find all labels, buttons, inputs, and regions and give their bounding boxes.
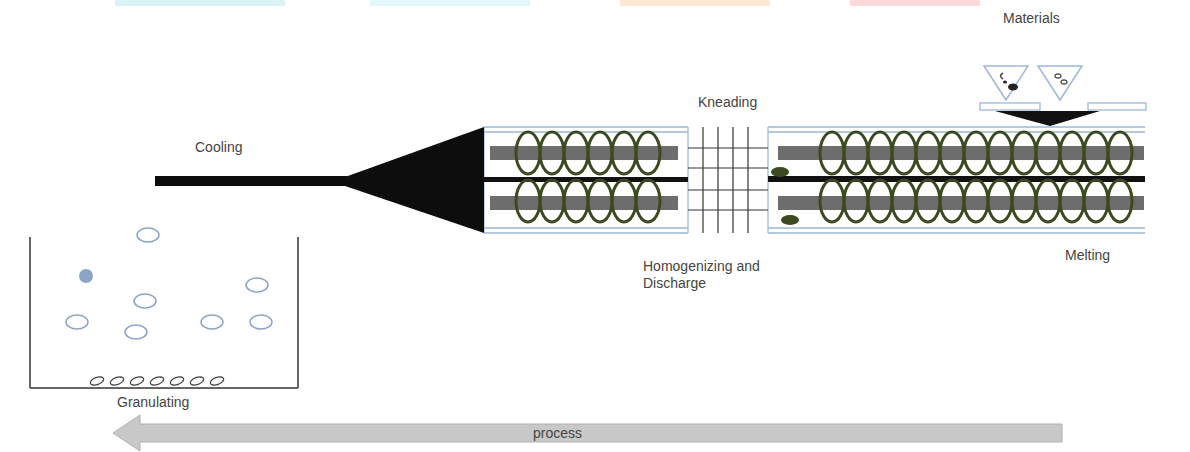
screw-flight bbox=[844, 180, 868, 222]
screw-flight bbox=[612, 180, 636, 222]
screw-flight bbox=[964, 132, 988, 174]
pellet bbox=[169, 375, 185, 386]
section-label: Kneading bbox=[698, 94, 757, 111]
screw-flight bbox=[1012, 180, 1036, 222]
step-label: Cooling bbox=[195, 139, 242, 156]
screw-flight bbox=[892, 180, 916, 222]
screw-flight bbox=[892, 132, 916, 174]
pellet bbox=[189, 375, 205, 386]
screw-flight bbox=[1036, 132, 1060, 174]
screw-flight bbox=[540, 180, 564, 222]
screw-flight bbox=[1084, 180, 1108, 222]
arrow-label: process bbox=[533, 425, 582, 442]
screw-flight bbox=[988, 180, 1012, 222]
screw-flight bbox=[916, 180, 940, 222]
screw-flight bbox=[540, 132, 564, 174]
screw-flight bbox=[588, 180, 612, 222]
screw-flight bbox=[612, 132, 636, 174]
screw-flight bbox=[588, 132, 612, 174]
pellet bbox=[209, 375, 225, 386]
pellet bbox=[129, 375, 145, 386]
screw-flight bbox=[564, 180, 588, 222]
screw-flight bbox=[988, 132, 1012, 174]
screw-flight bbox=[868, 132, 892, 174]
section-label: Homogenizing and Discharge bbox=[643, 258, 761, 292]
pellet bbox=[149, 375, 165, 386]
screw-flight bbox=[1060, 132, 1084, 174]
step-label: Granulating bbox=[117, 394, 189, 411]
screw-flight bbox=[940, 132, 964, 174]
screw-flight bbox=[516, 132, 540, 174]
screw-flight bbox=[636, 180, 660, 222]
screw-flight bbox=[636, 132, 660, 174]
screw-flight bbox=[820, 180, 844, 222]
section-label: Melting bbox=[1065, 247, 1110, 264]
screw-flight bbox=[964, 180, 988, 222]
screw-flight bbox=[1012, 132, 1036, 174]
screw-flight bbox=[916, 132, 940, 174]
screw-flight bbox=[516, 180, 540, 222]
screw-flight bbox=[844, 132, 868, 174]
screw-flight bbox=[1108, 180, 1132, 222]
screw-flight bbox=[1108, 132, 1132, 174]
screw-flight bbox=[564, 132, 588, 174]
screw-flight bbox=[1036, 180, 1060, 222]
hopper-label: Materials bbox=[1003, 10, 1060, 27]
pellet bbox=[109, 375, 125, 386]
screw-flight bbox=[868, 180, 892, 222]
screw-flight bbox=[1060, 180, 1084, 222]
screw-flight bbox=[820, 132, 844, 174]
screw-flight bbox=[1084, 132, 1108, 174]
pellet bbox=[89, 375, 105, 386]
screw-flight bbox=[940, 180, 964, 222]
